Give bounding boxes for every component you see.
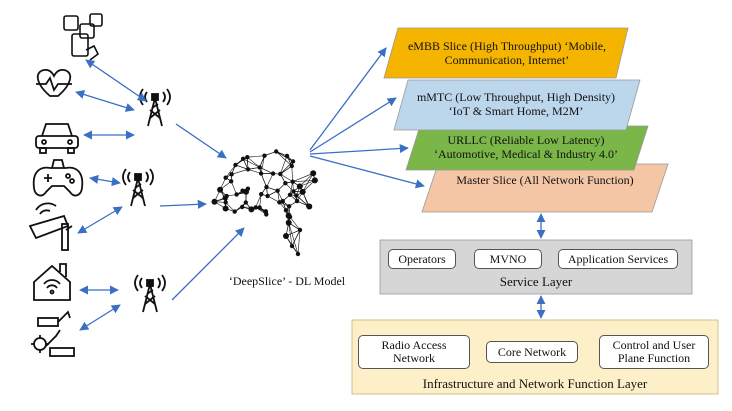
infra-core-line1: Core Network: [498, 346, 566, 359]
car-icon: [36, 124, 78, 153]
link-model-embb: [310, 48, 386, 150]
link-robot-tower3: [80, 305, 120, 330]
embb-slice: eMBB Slice (High Throughput) ‘Mobile,Com…: [394, 32, 620, 74]
gamepad-icon: [34, 160, 83, 195]
mmtc-slice-line1: mMTC (Low Throughput, High Density): [417, 90, 615, 104]
service-mvno: MVNO: [474, 249, 542, 269]
urllc-slice-line2: ‘Automotive, Medical & Industry 4.0’: [434, 147, 618, 161]
infra-ran-line2: Network: [382, 352, 447, 365]
service-operators: Operators: [388, 249, 456, 269]
mmtc-slice-line2: ‘IoT & Smart Home, M2M’: [417, 104, 615, 118]
model-label: ‘DeepSlice’ - DL Model: [212, 272, 362, 290]
urllc-slice-line1: URLLC (Reliable Low Latency): [434, 133, 618, 147]
infra-layer-title: Infrastructure and Network Function Laye…: [352, 376, 718, 392]
embb-slice-line1: eMBB Slice (High Throughput) ‘Mobile,: [408, 39, 606, 53]
tower-3-icon: [135, 275, 165, 312]
link-model-mmtc: [310, 98, 396, 152]
infra-cup-line2: Plane Function: [613, 352, 696, 365]
link-model-urllc: [310, 148, 408, 154]
infra-core-network: Core Network: [486, 341, 578, 363]
deepslice-network-graphic: [212, 149, 318, 256]
link-model-master: [310, 156, 424, 186]
master-slice-label: Master Slice (All Network Function): [456, 173, 633, 187]
embb-slice-line2: Communication, Internet’: [408, 53, 606, 67]
tower-1-icon: [140, 89, 170, 126]
master-slice: Master Slice (All Network Function): [430, 170, 660, 190]
social-media-phone-icon: [64, 14, 102, 60]
urllc-slice: URLLC (Reliable Low Latency)‘Automotive,…: [412, 128, 640, 166]
service-application-services: Application Services: [558, 249, 678, 269]
robot-arm-icon: [31, 312, 74, 356]
security-camera-icon: [30, 203, 72, 250]
tower-2-icon: [123, 169, 153, 206]
link-tower2-model: [160, 204, 206, 206]
link-camera-tower2: [78, 207, 122, 233]
mmtc-slice: mMTC (Low Throughput, High Density)‘IoT …: [400, 84, 632, 124]
link-tower1-model: [176, 124, 226, 158]
link-health-tower1: [76, 92, 134, 110]
service-layer-title: Service Layer: [380, 274, 692, 290]
smart-home-icon: [34, 264, 70, 300]
link-social-tower1: [86, 60, 146, 101]
heartbeat-icon: [36, 70, 72, 96]
link-game-tower2: [90, 178, 120, 183]
